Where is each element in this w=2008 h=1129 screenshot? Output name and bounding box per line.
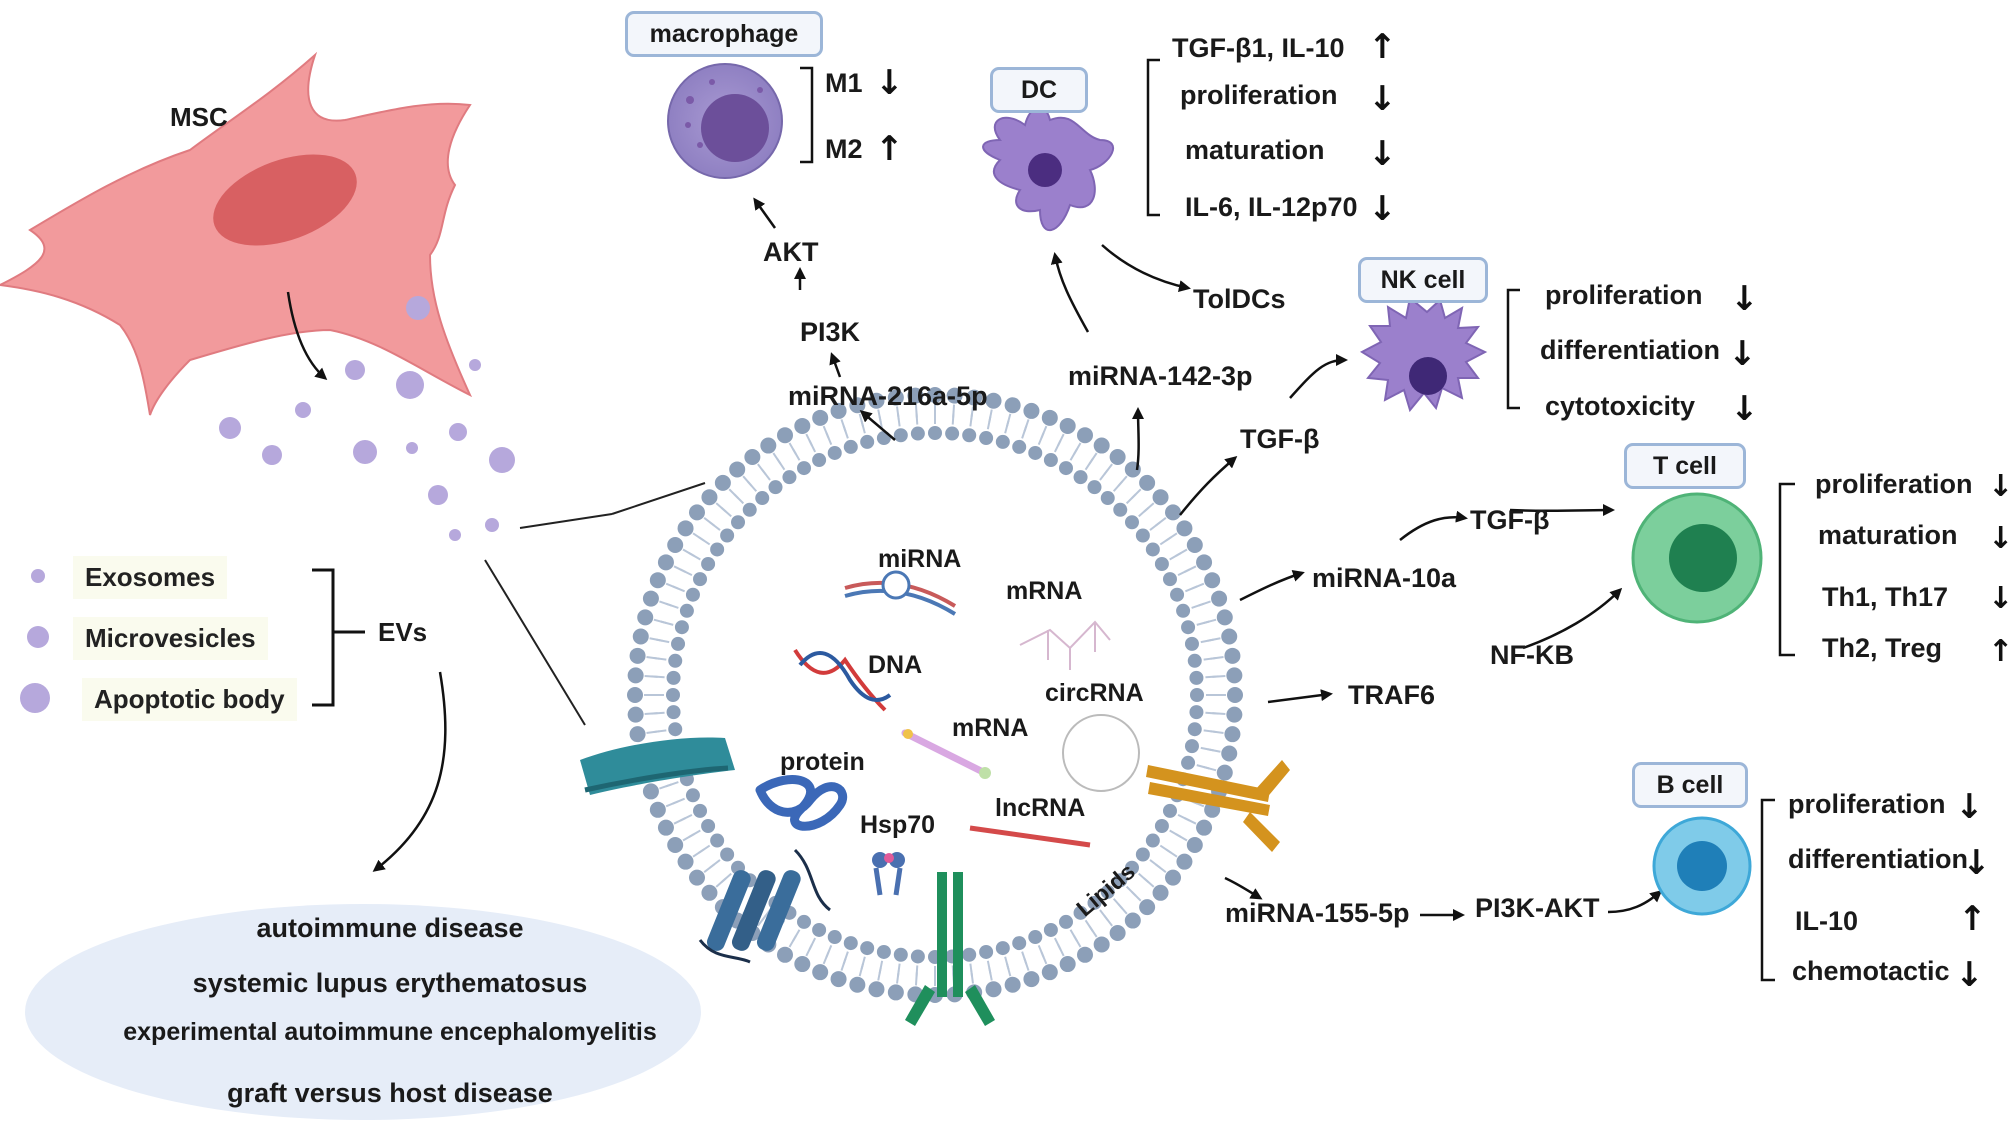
cargo-dna-label: DNA: [868, 651, 923, 679]
dc-cell: [982, 106, 1114, 231]
tcell-effect-label: proliferation: [1815, 469, 1973, 499]
disease-item: autoimmune disease: [256, 913, 524, 943]
dc-effect-arrow-icon: ↑: [1368, 27, 1397, 67]
disease-item: systemic lupus erythematosus: [192, 968, 588, 998]
nk-title-box: NK cell: [1358, 257, 1488, 303]
nk-effect-label: cytotoxicity: [1545, 391, 1696, 421]
macrophage-effect-arrow-icon: ↑: [875, 129, 904, 169]
cargo-lncrna-label: lncRNA: [995, 794, 1086, 822]
pathway-pi3k: PI3K: [800, 317, 861, 347]
legend-microvesicles: Microvesicles: [73, 617, 268, 660]
cargo-circrna-label: circRNA: [1045, 679, 1144, 707]
pathway-pi3k-akt: PI3K-AKT: [1475, 893, 1600, 923]
tcell-effect-arrow-icon: ↑: [1988, 634, 2008, 669]
cargo-hsp70-shape: [872, 852, 905, 896]
pathway-nfkb: NF-KB: [1490, 640, 1574, 670]
macrophage-cell: [667, 63, 783, 179]
dc-effect-label: TGF-β1, IL-10: [1172, 33, 1345, 63]
tcell-effect-label: Th1, Th17: [1822, 582, 1949, 612]
nk-effect-label: differentiation: [1540, 335, 1720, 365]
bcell-effect-arrow-icon: ↓: [1962, 843, 1991, 883]
cargo-dna-shape: [793, 648, 892, 712]
membrane-protein-teal: [580, 737, 735, 795]
cargo-mirna-shape: [844, 570, 957, 616]
nk-effect-arrow-icon: ↓: [1728, 334, 1757, 374]
membrane-protein-green-antibody: [905, 872, 995, 1026]
macrophage-effect-arrow-icon: ↓: [875, 63, 904, 103]
pathway-akt: AKT: [763, 237, 819, 267]
dc-effect-label: IL-6, IL-12p70: [1185, 192, 1358, 222]
dc-effect-arrow-icon: ↓: [1368, 79, 1397, 119]
tcell-effect-label: Th2, Treg: [1822, 633, 1943, 663]
dc-effect-arrow-icon: ↓: [1368, 134, 1397, 174]
membrane-protein-orange-antibody: [1146, 760, 1290, 852]
cargo-protein-shape: [755, 775, 848, 831]
pathway-toldcs: TolDCs: [1193, 284, 1286, 314]
nk-cell: [1359, 296, 1488, 413]
pathway-mirna-216a: miRNA-216a-5p: [788, 381, 988, 411]
cargo-lncrna-shape: [969, 825, 1091, 848]
pathway-mirna-142: miRNA-142-3p: [1068, 361, 1253, 391]
bcell-effect-arrow-icon: ↑: [1958, 899, 1987, 939]
dc-effect-label: proliferation: [1180, 80, 1338, 110]
tcell-effect-label: maturation: [1818, 520, 1958, 550]
cargo-hsp70-label: Hsp70: [860, 811, 936, 839]
dc-effect-label: maturation: [1185, 135, 1325, 165]
b-cell: [1652, 816, 1752, 916]
bcell-effect-arrow-icon: ↓: [1955, 787, 1984, 827]
cargo-mrna-top-shape: [1019, 620, 1111, 670]
evs-label: EVs: [378, 617, 428, 647]
cargo-mrna-mid-shape: [901, 729, 991, 779]
tcell-effect-arrow-icon: ↓: [1988, 521, 2008, 556]
disease-item: graft versus host disease: [227, 1078, 553, 1108]
tcell-effect-arrow-icon: ↓: [1988, 581, 2008, 616]
pathway-mirna-155: miRNA-155-5p: [1225, 898, 1410, 928]
bcell-effect-label: proliferation: [1788, 789, 1946, 819]
nk-effect-arrow-icon: ↓: [1730, 389, 1759, 429]
cargo-protein-label: protein: [780, 748, 865, 776]
ev-particles: [219, 296, 515, 541]
macrophage-effect-label: M2: [825, 134, 863, 164]
msc-cell-shape: [0, 51, 473, 416]
nk-effect-arrow-icon: ↓: [1730, 279, 1759, 319]
cargo-mrna-mid-label: mRNA: [952, 714, 1029, 742]
dc-title-box: DC: [990, 67, 1088, 113]
t-cell: [1631, 492, 1763, 624]
nk-effect-label: proliferation: [1545, 280, 1703, 310]
cargo-mrna-top-label: mRNA: [1006, 577, 1083, 605]
pathway-tgfb-nk: TGF-β: [1240, 424, 1320, 454]
pathway-tgfb-t: TGF-β: [1470, 505, 1550, 535]
membrane-protein-blue: [698, 848, 831, 964]
pathway-traf6: TRAF6: [1348, 680, 1435, 710]
disease-item: experimental autoimmune encephalomyeliti…: [123, 1018, 657, 1046]
legend-exosomes: Exosomes: [73, 556, 228, 599]
macrophage-title-box: macrophage: [625, 11, 823, 57]
tcell-effect-arrow-icon: ↓: [1988, 469, 2008, 504]
dc-effect-arrow-icon: ↓: [1368, 189, 1397, 229]
tcell-title-box: T cell: [1624, 443, 1746, 489]
cargo-mirna-label: miRNA: [878, 545, 962, 573]
bcell-title-box: B cell: [1632, 762, 1748, 808]
msc-label: MSC: [170, 102, 228, 132]
legend-apoptotic-body: Apoptotic body: [82, 678, 297, 721]
bcell-effect-label: IL-10: [1795, 906, 1859, 936]
bcell-effect-label: chemotactic: [1792, 956, 1950, 986]
macrophage-effect-label: M1: [825, 68, 863, 98]
bcell-effect-label: differentiation: [1788, 844, 1968, 874]
bcell-effect-arrow-icon: ↓: [1955, 955, 1984, 995]
pathway-mirna-10a: miRNA-10a: [1312, 563, 1457, 593]
